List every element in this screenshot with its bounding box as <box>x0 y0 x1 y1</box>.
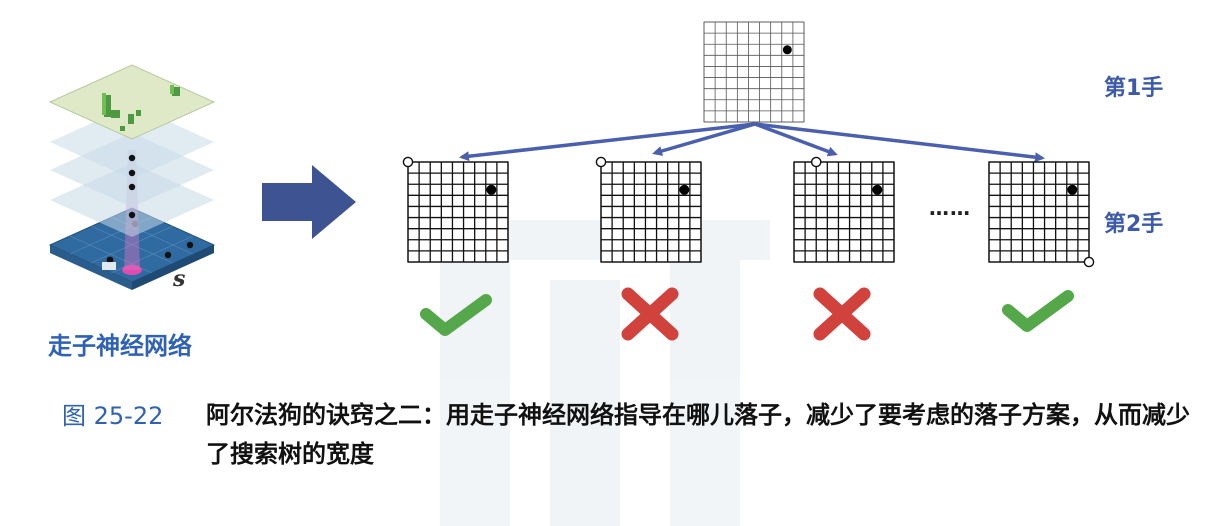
white-stone <box>402 156 414 168</box>
root-go-board <box>703 21 805 123</box>
tree-branch-arrow <box>459 122 756 162</box>
first-move-label: 第1手 <box>1104 76 1164 101</box>
cross-icon <box>620 286 680 346</box>
board-background <box>703 21 805 123</box>
ellipsis: …… <box>929 196 971 220</box>
child-go-board <box>402 156 509 263</box>
board-background <box>793 161 895 263</box>
background-watermark <box>440 220 770 526</box>
white-stone <box>595 156 607 168</box>
board-background <box>407 161 509 263</box>
tree-branch-arrow <box>754 122 1045 163</box>
child-go-board <box>595 156 702 263</box>
white-stone <box>810 156 822 168</box>
figure-number: 图 25-22 <box>62 402 164 430</box>
state-symbol: s <box>173 266 186 292</box>
check-icon <box>1002 288 1074 338</box>
white-stone <box>1083 256 1095 268</box>
output-probability-layer <box>48 64 216 140</box>
board-background <box>600 161 702 263</box>
board-background <box>988 161 1090 263</box>
neural-network-stack-illustration <box>40 40 230 310</box>
black-stone <box>679 184 690 195</box>
tree-branch-arrow <box>754 122 838 157</box>
cross-icon <box>812 286 872 346</box>
check-icon <box>420 292 492 342</box>
big-right-arrow-icon <box>262 165 358 243</box>
black-stone <box>1067 184 1078 195</box>
figure-caption: 阿尔法狗的诀窍之二：用走子神经网络指导在哪儿落子，减少了要考虑的落子方案，从而减… <box>206 401 1190 468</box>
network-label: 走子神经网络 <box>48 332 192 360</box>
black-stone <box>872 184 883 195</box>
black-stone <box>782 45 792 55</box>
child-go-board <box>988 161 1095 268</box>
tree-branch-arrow <box>652 122 756 156</box>
black-stone <box>486 184 497 195</box>
child-go-board <box>793 156 895 263</box>
second-move-label: 第2手 <box>1104 212 1164 237</box>
